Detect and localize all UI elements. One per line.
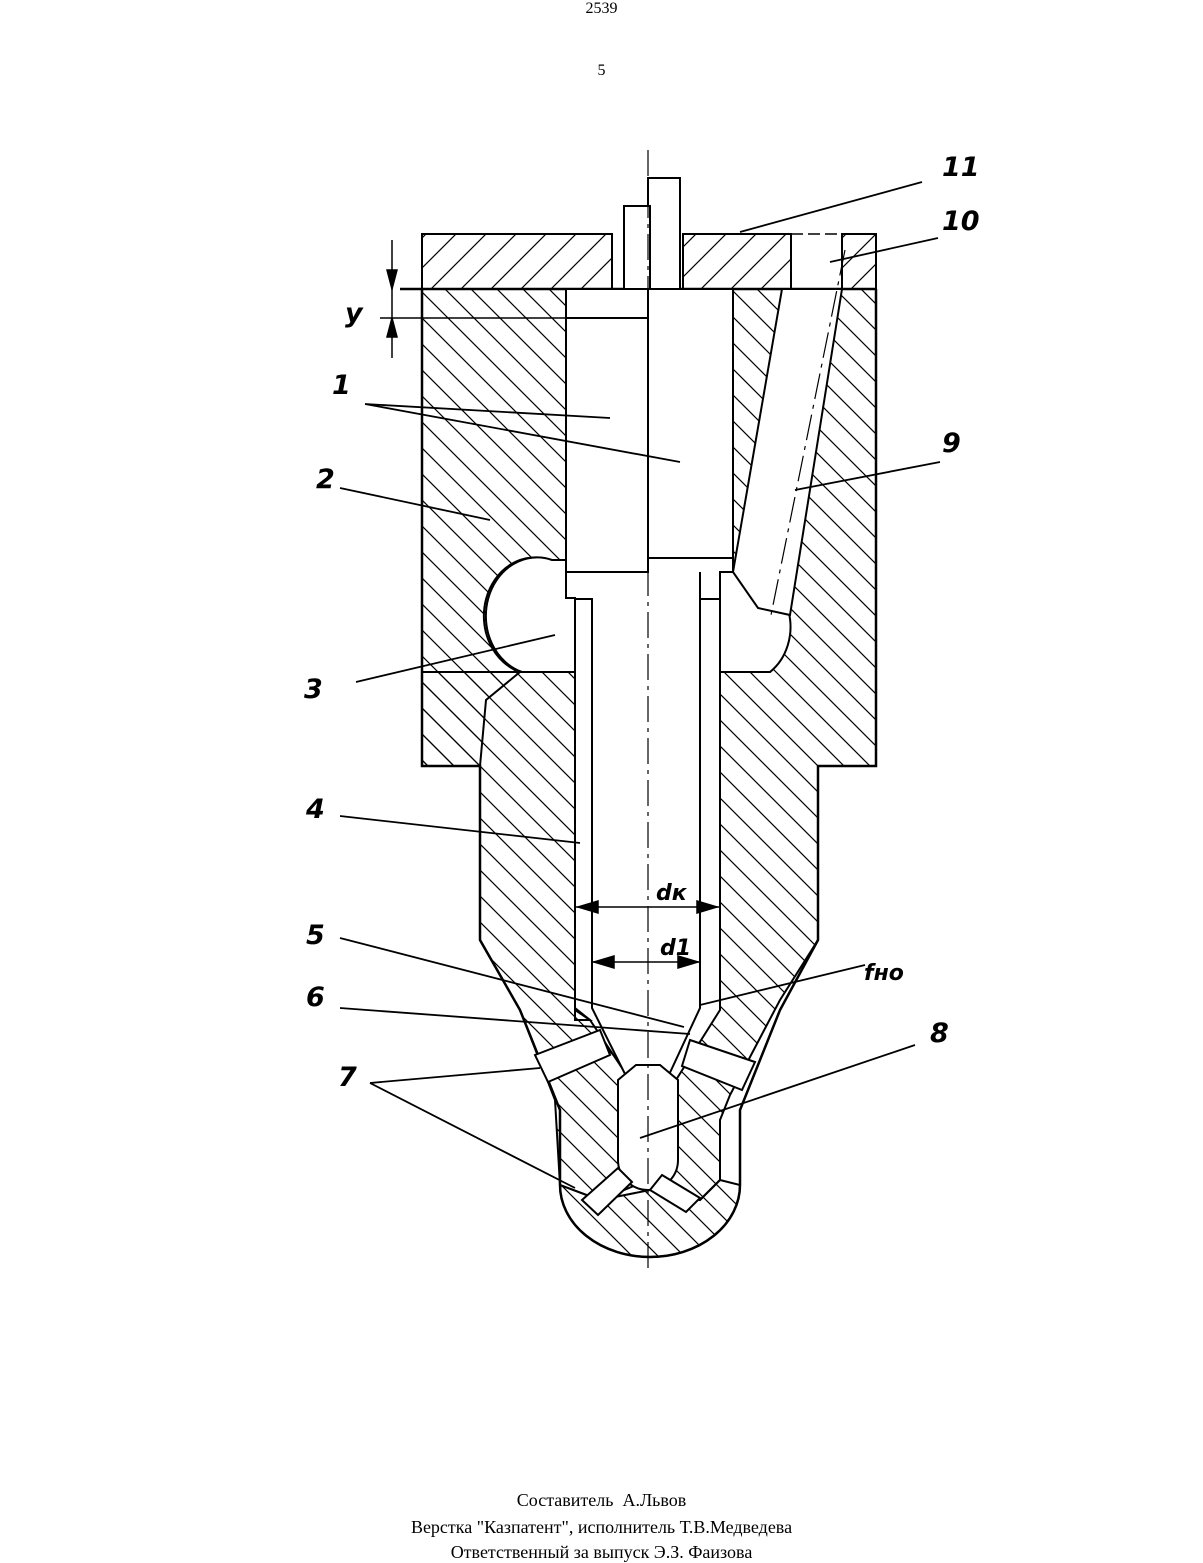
callout-10: 10: [942, 206, 980, 237]
callout-11: 11: [942, 152, 980, 183]
callout-7: 7: [338, 1062, 357, 1093]
callout-4: 4: [305, 794, 325, 825]
callout-3: 3: [304, 674, 323, 705]
callout-d1: d1: [660, 936, 691, 961]
callout-1: 1: [332, 370, 351, 401]
callout-8: 8: [930, 1018, 949, 1049]
callout-5: 5: [306, 920, 325, 951]
callout-dk: dк: [656, 881, 688, 906]
footer-responsible: Ответственный за выпуск Э.З. Фаизова: [0, 1542, 1203, 1563]
callout-fno: fно: [864, 961, 904, 986]
needle: [566, 289, 733, 1120]
footer-layout: Верстка "Казпатент", исполнитель Т.В.Мед…: [0, 1517, 1203, 1538]
callout-2: 2: [316, 464, 335, 495]
footer-compiler: Составитель А.Львов: [0, 1490, 1203, 1511]
callout-6: 6: [306, 982, 325, 1013]
callout-y: y: [345, 298, 364, 329]
callout-9: 9: [942, 428, 961, 459]
